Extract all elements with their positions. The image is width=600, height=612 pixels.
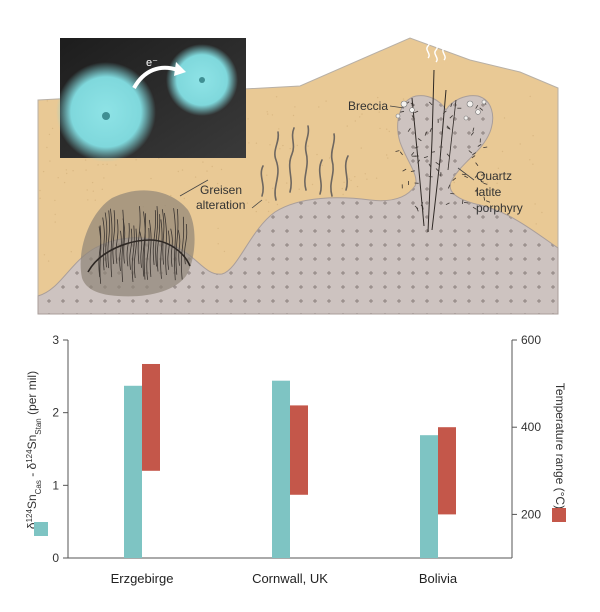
right-tick-label: 200	[521, 507, 541, 521]
breccia-fragments	[395, 100, 491, 213]
quartz-label: Quartz	[476, 169, 512, 183]
breccia-label: Breccia	[348, 99, 388, 113]
isotope-bar	[272, 380, 290, 558]
label-leaders	[179, 105, 475, 209]
greisen-dome-edge	[87, 239, 191, 273]
axis-part: Sn	[25, 435, 39, 450]
axis-part: δ	[25, 522, 39, 529]
category-label: Erzgebirge	[111, 571, 174, 586]
right-axis-ticks: 200 400 600	[512, 333, 541, 521]
left-axis-title: δ124SnCas - δ124SnStan (per mil)	[25, 371, 43, 529]
atom-small-nucleus	[199, 77, 205, 83]
svg-text:Temperature range (°C): Temperature range (°C)	[553, 383, 567, 509]
greisen-veins	[98, 206, 188, 284]
latite-label: latite	[476, 185, 502, 199]
left-tick-label: 3	[52, 333, 59, 347]
isotope-bar	[124, 385, 142, 558]
temperature-range-bar	[142, 363, 160, 471]
axis-part: Sn	[25, 494, 39, 509]
left-tick-label: 2	[52, 406, 59, 420]
vent-steam	[426, 33, 446, 63]
axis-part: - δ	[25, 462, 39, 480]
left-tick-label: 1	[52, 478, 59, 492]
alteration-veins	[260, 125, 349, 201]
porphyry-label: porphyry	[476, 201, 523, 215]
right-tick-label: 600	[521, 333, 541, 347]
left-axis-ticks: 0 1 2 3	[52, 333, 68, 565]
transfer-arrow	[132, 65, 179, 90]
chart-bars	[124, 363, 456, 558]
category-labels: Erzgebirge Cornwall, UK Bolivia	[111, 571, 458, 586]
atom-large-nucleus	[102, 112, 110, 120]
right-axis-swatch	[552, 508, 566, 522]
left-axis-swatch	[34, 522, 48, 536]
greisen-label: Greisen	[200, 183, 242, 197]
axis-part: Stan	[34, 418, 43, 434]
transfer-arrowhead	[174, 62, 186, 76]
category-label: Cornwall, UK	[252, 571, 328, 586]
svg-text:δ124SnCas - δ124SnStan (per mi: δ124SnCas - δ124SnStan (per mil)	[25, 371, 43, 529]
axis-part: 124	[25, 509, 34, 523]
temperature-range-bar	[290, 405, 308, 495]
isotope-temperature-chart: 0 1 2 3 200 400 600 Erzgebirge Cornwall, UK Bol…	[25, 333, 568, 586]
axis-part: 124	[25, 449, 34, 463]
isotope-bar	[420, 435, 438, 558]
electron-label: e⁻	[146, 57, 158, 69]
axis-part: Cas	[34, 480, 43, 494]
left-tick-label: 0	[52, 551, 59, 565]
right-tick-label: 400	[521, 420, 541, 434]
temperature-range-bar	[438, 427, 456, 515]
right-axis-title: Temperature range (°C)	[553, 383, 567, 509]
breccia-clasts	[395, 99, 487, 121]
category-label: Bolivia	[419, 571, 458, 586]
alteration-label: alteration	[196, 198, 245, 212]
axis-part: (per mil)	[25, 371, 39, 418]
electron-transfer-inset: e⁻	[56, 38, 246, 162]
